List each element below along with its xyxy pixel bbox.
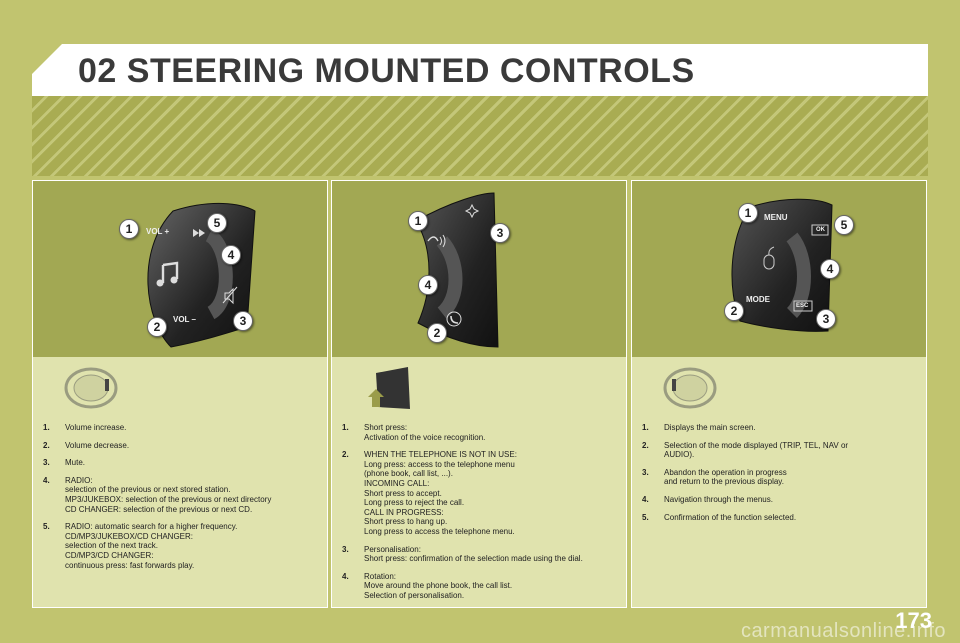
list-item: 1.Volume increase. [43, 423, 127, 432]
list-item: 3.Mute. [43, 458, 86, 468]
menu-control-illustration: MENU MODE OK ESC 1 2 3 4 5 [632, 181, 926, 357]
badge-4: 4 [221, 245, 241, 265]
sparkle-icon [464, 203, 480, 219]
badge-3: 3 [490, 223, 510, 243]
list-item: 2.Volume decrease. [43, 440, 130, 450]
mouse-icon [763, 246, 775, 270]
steering-wheel-icon [663, 367, 717, 409]
vol-plus-label: VOL + [146, 227, 170, 236]
hatch-band [32, 96, 928, 176]
badge-1: 1 [408, 211, 428, 231]
badge-1: 1 [119, 219, 139, 239]
telephone-control-thumbnail [368, 367, 410, 409]
steering-wheel-icon [64, 367, 118, 409]
list-item: 3.Personalisation: Short press: confirma… [342, 544, 583, 564]
list-item: 3.Abandon the operation in progress and … [642, 467, 787, 487]
esc-label: ESC [796, 303, 809, 309]
badge-5: 5 [834, 215, 854, 235]
list-item: 5.RADIO: automatic search for a higher f… [43, 522, 238, 570]
menu-control-svg [731, 198, 833, 332]
telephone-control-description: 1.Short press: Activation of the voice r… [332, 357, 626, 607]
vol-minus-label: VOL – [173, 315, 196, 324]
volume-control-illustration: VOL + VOL – 1 2 3 4 5 [33, 181, 327, 357]
badge-2: 2 [427, 323, 447, 343]
badge-2: 2 [724, 301, 744, 321]
panel-telephone-controls: 1 2 3 4 1.Short press: Activation of the… [331, 180, 627, 608]
list-item: 4.Navigation through the menus. [642, 494, 773, 504]
page-number: 173 [895, 608, 932, 633]
ok-button-graphic [811, 224, 829, 236]
badge-3: 3 [233, 311, 253, 331]
badge-2: 2 [147, 317, 167, 337]
list-item: 1.Displays the main screen. [642, 423, 756, 432]
telephone-control-list: 1.Short press: Activation of the voice r… [342, 423, 618, 607]
list-item: 4.Rotation: Move around the phone book, … [342, 571, 513, 600]
section-title: STEERING MOUNTED CONTROLS [126, 52, 695, 90]
voice-recognition-icon [427, 234, 446, 248]
fast-forward-icon [193, 229, 205, 237]
menu-control-description: 1.Displays the main screen. 2.Selection … [632, 357, 926, 607]
menu-label: MENU [764, 213, 788, 222]
section-number: 02 [78, 52, 117, 90]
watermark: carmanualsonline.info [740, 620, 946, 642]
volume-control-svg [147, 203, 256, 348]
mute-icon [222, 286, 238, 305]
badge-1: 1 [738, 203, 758, 223]
list-item: 2.WHEN THE TELEPHONE IS NOT IN USE: Long… [342, 450, 517, 536]
music-note-icon [156, 261, 179, 287]
menu-control-list: 1.Displays the main screen. 2.Selection … [642, 423, 918, 530]
page-title: 02 STEERING MOUNTED CONTROLS [78, 52, 695, 91]
list-item: 1.Short press: Activation of the voice r… [342, 423, 486, 442]
list-item: 5.Confirmation of the function selected. [642, 512, 797, 522]
esc-button-graphic [793, 300, 813, 312]
list-item: 2.Selection of the mode displayed (TRIP,… [642, 440, 849, 460]
title-band [32, 44, 928, 96]
panel-menu-controls: MENU MODE OK ESC 1 2 3 4 5 1.Displays th… [631, 180, 927, 608]
list-item: 4.RADIO: selection of the previous or ne… [43, 475, 272, 514]
telephone-control-svg [415, 192, 499, 348]
panel-volume-controls: VOL + VOL – 1 2 3 4 5 1.Volume increase.… [32, 180, 328, 608]
volume-control-description: 1.Volume increase. 2.Volume decrease. 3.… [33, 357, 327, 607]
badge-5: 5 [207, 213, 227, 233]
badge-4: 4 [418, 275, 438, 295]
phone-icon [446, 311, 462, 327]
badge-3: 3 [816, 309, 836, 329]
volume-control-list: 1.Volume increase. 2.Volume decrease. 3.… [43, 423, 319, 578]
ok-label: OK [816, 227, 825, 233]
telephone-control-illustration: 1 2 3 4 [332, 181, 626, 357]
badge-4: 4 [820, 259, 840, 279]
mode-label: MODE [746, 295, 770, 304]
